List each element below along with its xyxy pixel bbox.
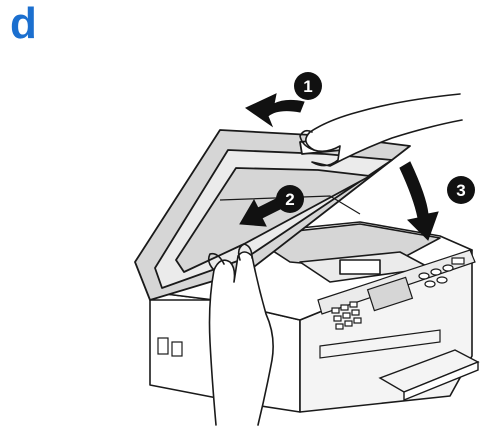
scanner-mark	[339, 259, 381, 275]
cover-glass	[175, 167, 371, 273]
right-hand	[299, 93, 463, 167]
side-details	[157, 329, 441, 359]
right-arm	[305, 93, 463, 167]
left-arm	[208, 251, 274, 426]
callout-1: 1	[294, 72, 322, 100]
scanner-cover	[134, 129, 411, 301]
cover-rail	[219, 195, 361, 215]
arrow-push	[239, 197, 283, 227]
panel-display	[366, 276, 414, 312]
arrow-close	[399, 161, 439, 241]
callout-3: 3	[447, 176, 475, 204]
callout-1-badge	[294, 72, 322, 100]
callout-2-badge	[276, 185, 304, 213]
control-panel	[317, 249, 476, 330]
step-letter: d	[10, 0, 37, 48]
right-fingers	[299, 129, 315, 151]
arrow-lift	[244, 93, 305, 128]
front-slot	[319, 329, 441, 359]
callout-1-number: 1	[303, 77, 312, 96]
panel-buttons	[418, 257, 465, 288]
paper-tray	[378, 349, 480, 402]
keypad	[331, 301, 362, 330]
port-left	[157, 337, 169, 355]
callout-2-number: 2	[285, 190, 294, 209]
callout-3-badge	[447, 176, 475, 204]
left-hand	[207, 243, 274, 426]
callout-2: 2	[276, 185, 304, 213]
left-fingers	[207, 243, 253, 271]
callout-3-number: 3	[456, 181, 465, 200]
port-right	[171, 341, 183, 357]
